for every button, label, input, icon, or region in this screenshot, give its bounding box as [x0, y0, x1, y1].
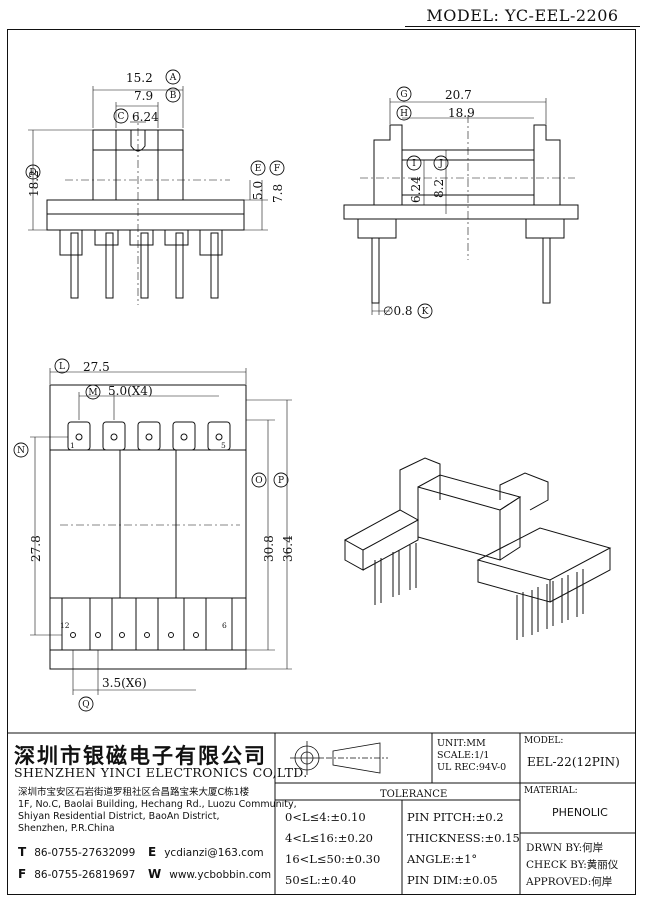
dim-i: 6.24	[409, 176, 423, 203]
material-label: MATERIAL:	[524, 786, 578, 796]
tolerance-right-2: THICKNESS:±0.15	[407, 831, 520, 845]
pin-label-12: 12	[60, 621, 70, 630]
company-name-cn: 深圳市银磁电子有限公司	[14, 743, 267, 768]
isometric-view	[343, 457, 612, 640]
address-line: Shenzhen, P.R.China	[18, 823, 115, 834]
material-value: PHENOLIC	[552, 806, 608, 819]
dim-b: 7.9	[134, 89, 153, 103]
dim-e: 5.0	[251, 181, 265, 200]
dim-m: 5.0(X4)	[108, 384, 153, 398]
dim-d: 18.2	[27, 170, 41, 197]
checked-by: CHECK BY:黄丽仪	[526, 859, 619, 871]
circle-label-l: L	[59, 362, 65, 372]
circle-label-o: O	[255, 476, 262, 486]
fax-row: F 86-0755-26819697	[18, 867, 135, 881]
dim-f: 7.8	[271, 184, 285, 203]
tolerance-left-2: 4<L≤16:±0.20	[285, 831, 373, 845]
dim-q: 3.5(X6)	[102, 676, 147, 690]
company-name-en: SHENZHEN YINCI ELECTRONICS CO,LTD.	[14, 765, 308, 780]
pin-label-5: 5	[221, 441, 226, 450]
circle-label-h: H	[400, 109, 408, 119]
address-line: 1F, No.C, Baolai Building, Hechang Rd., …	[18, 799, 297, 810]
tolerance-right-4: PIN DIM:±0.05	[407, 873, 498, 887]
address-line: 深圳市宝安区石岩街道罗租社区合昌路宝来大厦C栋1楼	[18, 787, 250, 798]
tolerance-title: TOLERANCE	[380, 789, 448, 800]
drawn-by: DRWN BY:何岸	[526, 842, 604, 854]
dim-n: 27.8	[29, 535, 43, 562]
side-view	[343, 98, 579, 315]
dim-j: 8.2	[432, 179, 446, 198]
pin-label-1: 1	[70, 441, 75, 450]
model-value: EEL-22(12PIN)	[527, 755, 620, 769]
circle-label-j: J	[438, 159, 443, 169]
circle-label-k: K	[422, 307, 429, 317]
spec-block: UNIT:MM SCALE:1/1 UL REC:94V-0	[437, 738, 506, 774]
circle-label-g: G	[400, 90, 407, 100]
circle-label-q: Q	[82, 700, 89, 710]
tolerance-left-3: 16<L≤50:±0.30	[285, 852, 381, 866]
ul-text: UL REC:94V-0	[437, 762, 507, 773]
email-label: E	[148, 845, 157, 859]
title-block-grid	[7, 732, 636, 895]
circle-label-f: F	[274, 164, 280, 174]
address-line: Shiyan Residential District, BaoAn Distr…	[18, 811, 220, 822]
dim-a: 15.2	[126, 71, 153, 85]
dim-o: 30.8	[262, 535, 276, 562]
dim-h: 18.9	[448, 106, 475, 120]
approved-by: APPROVED:何岸	[526, 876, 613, 888]
drawing-frame	[7, 29, 636, 895]
circle-label-a: A	[169, 73, 177, 83]
circle-label-n: N	[17, 446, 25, 456]
front-view	[28, 86, 268, 305]
web-address: www.ycbobbin.com	[169, 869, 272, 881]
phone-row: T 86-0755-27632099	[18, 845, 135, 859]
fax-label: F	[18, 867, 27, 881]
dim-k: ∅0.8	[383, 304, 413, 318]
pin-label-6: 6	[222, 621, 227, 630]
drawing-model-title: MODEL: YC-EEL-2206	[405, 5, 640, 27]
web-label: W	[148, 867, 162, 881]
circle-label-c: C	[118, 112, 125, 122]
circle-label-m: M	[88, 388, 97, 398]
circle-label-e: E	[255, 164, 262, 174]
email-address: ycdianzi@163.com	[164, 847, 264, 859]
circle-label-i: I	[412, 159, 416, 169]
top-view	[30, 368, 292, 695]
dim-g: 20.7	[445, 88, 472, 102]
tolerance-right-3: ANGLE:±1°	[407, 852, 478, 866]
unit-text: UNIT:MM	[437, 738, 486, 749]
tolerance-right-1: PIN PITCH:±0.2	[407, 810, 504, 824]
phone-number: 86-0755-27632099	[34, 847, 136, 859]
circle-label-d: D	[29, 168, 36, 178]
tolerance-left-1: 0<L≤4:±0.10	[285, 810, 366, 824]
phone-label: T	[18, 845, 27, 859]
dim-l: 27.5	[83, 360, 110, 374]
dim-p: 36.4	[281, 535, 295, 562]
fax-number: 86-0755-26819697	[34, 869, 136, 881]
scale-text: SCALE:1/1	[437, 750, 490, 761]
model-label: MODEL:	[524, 736, 564, 746]
projection-symbol	[290, 741, 388, 775]
circle-label-b: B	[170, 91, 177, 101]
company-address: 深圳市宝安区石岩街道罗租社区合昌路宝来大厦C栋1楼 1F, No.C, Baol…	[18, 787, 297, 835]
tolerance-left-4: 50≤L:±0.40	[285, 873, 357, 887]
circle-label-p: P	[278, 476, 284, 486]
dim-c: 6.24	[132, 110, 159, 124]
